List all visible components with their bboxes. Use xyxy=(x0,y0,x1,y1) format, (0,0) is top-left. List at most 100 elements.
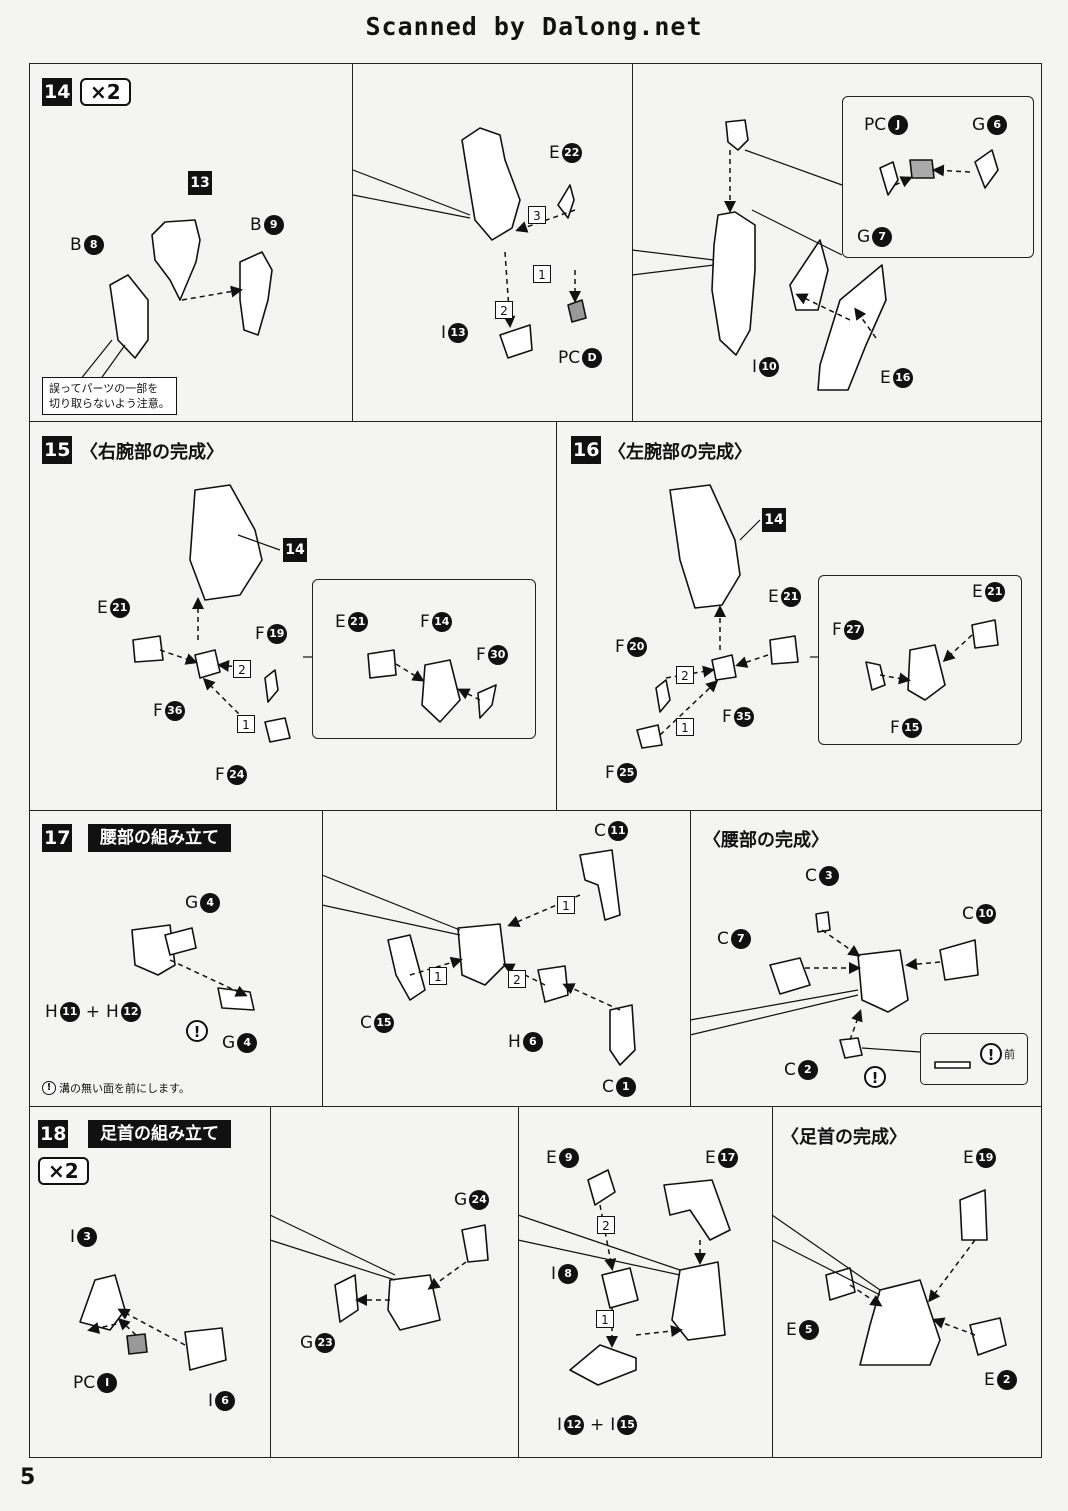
order-17-1b: 1 xyxy=(429,967,447,985)
step-17-number: 17 xyxy=(42,824,73,852)
divider-s18a xyxy=(270,1106,271,1458)
part-detail-e21-r xyxy=(367,649,397,679)
part-e16-part xyxy=(817,264,887,391)
order-14-2: 2 xyxy=(495,301,513,319)
part-f19-r xyxy=(264,669,279,703)
order-17-1a: 1 xyxy=(557,896,575,914)
order-18-1: 1 xyxy=(596,1310,614,1328)
part-pin xyxy=(725,119,749,151)
part-f35-l xyxy=(711,654,737,681)
step-14-caution-note: 誤ってパーツの一部を 切り取らないよう注意。 xyxy=(42,377,177,415)
part-waist-final xyxy=(857,949,909,1013)
order-14-3: 3 xyxy=(528,206,546,224)
part-detail-f30 xyxy=(477,684,497,719)
divider-s17a xyxy=(322,810,323,1106)
divider-s18c xyxy=(772,1106,773,1458)
step-18-title: 足首の組み立て xyxy=(88,1120,231,1148)
part-f20-l xyxy=(655,679,671,713)
part-waist-core xyxy=(131,924,176,976)
part-pcd xyxy=(567,299,587,323)
part-f36-r xyxy=(194,649,221,679)
part-g4-peg xyxy=(164,927,197,956)
order-14-1: 1 xyxy=(533,265,551,283)
part-c3 xyxy=(815,911,831,933)
part-ankle-mid xyxy=(387,1274,441,1331)
part-e2 xyxy=(969,1317,1007,1356)
part-e21-l xyxy=(769,635,799,665)
divider-row2 xyxy=(29,810,1042,811)
part-e19 xyxy=(959,1189,988,1241)
part-g24 xyxy=(461,1224,489,1263)
part-f25-l xyxy=(636,724,663,749)
divider-s15-16 xyxy=(556,421,557,810)
step-17-front-detail xyxy=(920,1033,1028,1085)
order-15-1: 1 xyxy=(237,715,255,733)
step-18-subtitle: 〈足首の完成〉 xyxy=(781,1127,907,1148)
step-18-number: 18 xyxy=(38,1120,69,1148)
part-detail-hand-r xyxy=(421,659,461,723)
step-14-multiplier: ×2 xyxy=(80,78,131,106)
part-e17 xyxy=(663,1179,731,1241)
part-waist-assembly xyxy=(457,923,506,986)
part-h6 xyxy=(537,965,569,1003)
divider-s14b xyxy=(632,63,633,421)
part-front-tab xyxy=(934,1061,971,1069)
order-16-1: 1 xyxy=(676,718,694,736)
part-detail-f27 xyxy=(865,661,886,691)
divider-row1 xyxy=(29,421,1042,422)
part-detail-hook xyxy=(879,161,899,196)
step-14-ref-13: 13 xyxy=(188,171,212,195)
excl-17-left: ! xyxy=(186,1020,208,1042)
step-14-number: 14 xyxy=(42,78,73,106)
step-16-number: 16 xyxy=(571,436,602,464)
front-indicator: !前 xyxy=(980,1043,1015,1065)
part-ankle-body xyxy=(671,1261,726,1341)
step-18-multiplier: ×2 xyxy=(38,1157,89,1185)
part-head-13 xyxy=(151,219,201,301)
step-15-title: 〈右腕部の完成〉 xyxy=(80,442,224,463)
step-17-note: !溝の無い面を前にします。 xyxy=(42,1080,190,1096)
part-c2 xyxy=(839,1037,863,1059)
excl-17-right: ! xyxy=(864,1066,886,1088)
order-15-2: 2 xyxy=(233,660,251,678)
part-b9 xyxy=(239,251,273,336)
part-detail-pcj xyxy=(909,159,935,179)
part-c15 xyxy=(387,934,426,1001)
part-c7 xyxy=(769,957,811,995)
part-b8 xyxy=(109,274,149,359)
caution-line-1: 誤ってパーツの一部を xyxy=(49,382,159,395)
part-i3 xyxy=(79,1274,126,1331)
part-pci xyxy=(126,1333,148,1355)
divider-row3 xyxy=(29,1106,1042,1107)
